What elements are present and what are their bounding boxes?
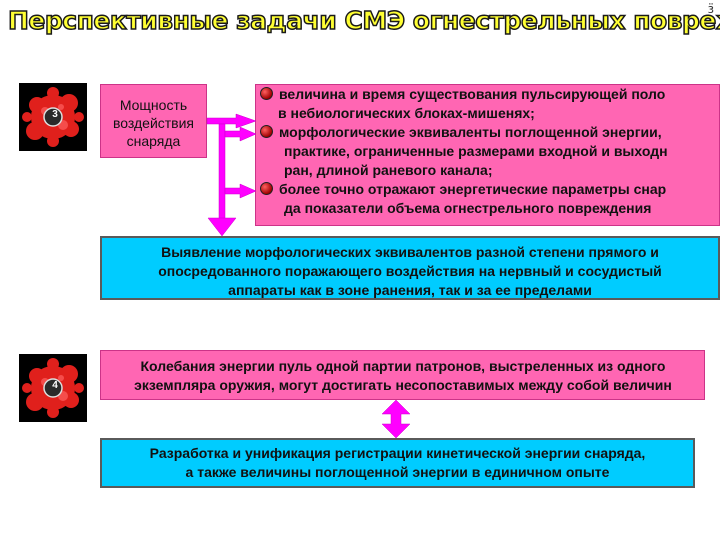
icon-number-3: 3 [52, 109, 58, 120]
fluctuation-line-1: Колебания энергии пуль одной партии патр… [140, 358, 666, 374]
bullet-item-1: величина и время существования пульсирую… [260, 85, 719, 104]
arrow-to-bullet-3 [224, 183, 257, 199]
identify-line-3: аппараты как в зоне ранения, так и за ее… [228, 282, 592, 298]
bullet-list-box: величина и время существования пульсирую… [255, 84, 720, 226]
bullet-dot-icon [260, 125, 273, 138]
fluctuation-line-2: экземпляра оружия, могут достигать несоп… [134, 377, 672, 393]
impact-line-3: снаряда [126, 133, 181, 149]
bullet-item-3: более точно отражают энергетические пара… [260, 180, 719, 199]
bullet-item-2-cont-2: ран, длиной раневого канала; [284, 162, 493, 178]
unify-line-2: а также величины поглощенной энергии в е… [185, 464, 610, 480]
arrow-to-bullet-1 [206, 113, 257, 129]
arrow-to-bullet-2 [224, 126, 257, 142]
arrow-down-head [207, 217, 237, 237]
energy-fluctuation-text: Колебания энергии пуль одной партии патр… [88, 357, 718, 395]
energy-unification-box: Разработка и унификация регистрации кине… [100, 438, 695, 488]
identify-line-1: Выявление морфологических эквивалентов р… [161, 244, 659, 260]
unify-line-1: Разработка и унификация регистрации кине… [149, 445, 646, 461]
energy-fluctuation-box [100, 350, 705, 400]
splash-icon-4 [19, 354, 87, 422]
bullet-item-3-cont: да показатели объема огнестрельного повр… [284, 200, 652, 216]
impact-power-box: Мощность воздействия снаряда [100, 84, 207, 158]
bullet-dot-icon [260, 182, 273, 195]
corner-mark: ӟ [707, 2, 714, 16]
bullet-dot-icon [260, 87, 273, 100]
splash-icon-3 [19, 83, 87, 151]
impact-line-1: Мощность [119, 97, 188, 113]
morphology-identification-box: Выявление морфологических эквивалентов р… [100, 236, 720, 300]
page-title: Перспективные задачи СМЭ огнестрельных п… [7, 6, 720, 36]
identify-line-2: опосредованного поражающего воздействия … [158, 263, 662, 279]
icon-number-4: 4 [52, 380, 58, 391]
arrow-trunk [218, 123, 226, 225]
impact-line-2: воздействия [112, 115, 195, 131]
bullet-item-2: морфологические эквиваленты поглощенной … [260, 123, 719, 142]
bullet-item-2-cont-1: практике, ограниченные размерами входной… [284, 143, 668, 159]
bullet-item-1-cont: в небиологических блоках-мишенях; [278, 105, 535, 121]
arrow-double-vertical [381, 399, 411, 439]
